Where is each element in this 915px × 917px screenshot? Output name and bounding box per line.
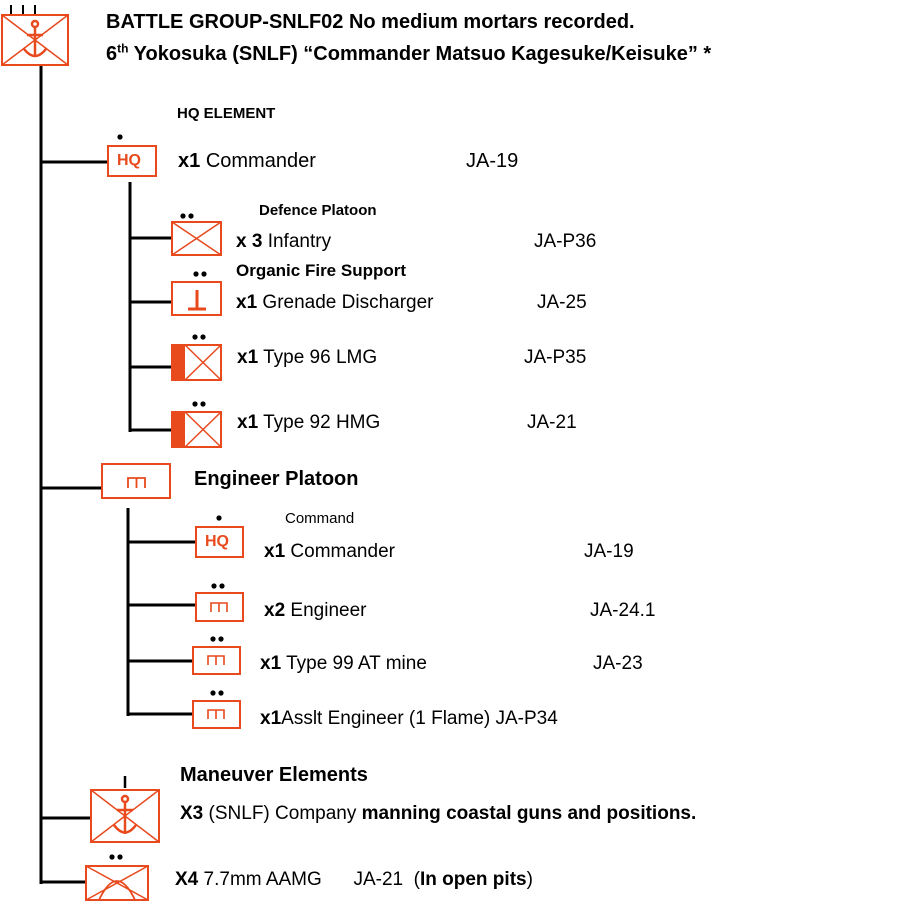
infantry-qty: x 3	[236, 231, 263, 252]
infantry-unit: Infantry	[267, 231, 332, 252]
aamg-close: )	[526, 869, 533, 890]
hq-symbol	[107, 134, 157, 177]
lmg-symbol	[171, 334, 222, 381]
maneuver-elements-label: Maneuver Elements	[180, 764, 368, 786]
snlf-company-symbol	[90, 776, 160, 843]
hq-commander-code: JA-19	[466, 150, 519, 172]
hmg-symbol	[171, 401, 222, 448]
header-line-1: BATTLE GROUP-SNLF02 No medium mortars re…	[106, 11, 635, 33]
aamg-note: In open pits	[419, 869, 527, 890]
hmg-row: x1 Type 92 HMG	[237, 413, 380, 432]
tree-lines	[39, 40, 196, 884]
engineer-platoon-symbol	[101, 463, 171, 499]
aamg-row: X4 7.7mm AAMG JA-21 (In open pits)	[175, 870, 533, 889]
grenade-unit: Grenade Discharger	[262, 292, 434, 313]
assault-engineer-qty: x1	[260, 708, 282, 729]
anchor-icon	[112, 794, 138, 834]
hq-element-label: HQ ELEMENT	[177, 105, 276, 122]
engineer-row: x2 Engineer	[264, 601, 366, 620]
fire-support-label: Organic Fire Support	[236, 261, 407, 280]
aamg-symbol	[85, 854, 149, 901]
at-mine-code: JA-23	[593, 653, 643, 674]
header-unit-name: Yokosuka (SNLF) “Commander Matsuo Kagesu…	[128, 43, 712, 65]
snlf-battlegroup-symbol	[1, 5, 69, 66]
header-ordinal-suffix: th	[117, 41, 129, 56]
assault-engineer-unit: Asslt Engineer (1 Flame) JA-P34	[281, 708, 558, 729]
engineer-hq-symbol	[195, 515, 244, 558]
at-mine-symbol	[192, 636, 241, 675]
infantry-code: JA-P36	[534, 231, 597, 252]
engineer-commander-code: JA-19	[584, 541, 634, 562]
at-mine-row: x1 Type 99 AT mine	[260, 654, 427, 673]
hq-commander-unit: Commander	[205, 150, 316, 172]
grenade-code: JA-25	[537, 292, 587, 313]
engineer-unit: Engineer	[290, 600, 367, 621]
hmg-unit: Type 92 HMG	[263, 412, 381, 433]
grenade-discharger-symbol	[171, 271, 222, 316]
engineer-command-label: Command	[285, 510, 355, 527]
hmg-qty: x1	[237, 412, 259, 433]
engineer-code: JA-24.1	[590, 600, 656, 621]
infantry-symbol	[171, 213, 222, 256]
anchor-icon	[23, 19, 47, 58]
lmg-code: JA-P35	[524, 347, 587, 368]
aamg-unit: 7.7mm AAMG JA-21 (	[198, 869, 420, 890]
engineer-commander-row: x1 Commander	[264, 542, 395, 561]
hmg-code: JA-21	[527, 412, 577, 433]
hq-commander-row: x1 Commander	[178, 151, 316, 171]
at-mine-qty: x1	[260, 653, 282, 674]
engineer-qty: x2	[264, 600, 286, 621]
header-ordinal-number: 6	[106, 43, 118, 65]
header-line-2: 6th Yokosuka (SNLF) “Commander Matsuo Ka…	[106, 41, 712, 65]
defence-platoon-label: Defence Platoon	[259, 202, 377, 219]
maneuver-company-note: manning coastal guns and positions.	[361, 803, 697, 824]
lmg-row: x1 Type 96 LMG	[237, 348, 377, 367]
grenade-qty: x1	[236, 292, 258, 313]
engineer-platoon-label: Engineer Platoon	[194, 468, 359, 490]
engineer-hq-symbol-label: HQ	[205, 533, 229, 550]
at-mine-unit: Type 99 AT mine	[286, 653, 427, 674]
infantry-row: x 3 Infantry	[236, 232, 331, 251]
engineer-commander-qty: x1	[264, 541, 286, 562]
maneuver-company-unit: (SNLF) Company	[203, 803, 362, 824]
assault-engineer-row: x1Asslt Engineer (1 Flame) JA-P34	[260, 709, 558, 728]
lmg-unit: Type 96 LMG	[263, 347, 378, 368]
hq-symbol-label: HQ	[117, 152, 141, 169]
hq-commander-qty: x1	[178, 150, 201, 172]
aamg-qty: X4	[175, 869, 199, 890]
lmg-qty: x1	[237, 347, 259, 368]
engineer-commander-unit: Commander	[290, 541, 395, 562]
grenade-row: x1 Grenade Discharger	[236, 293, 434, 312]
assault-engineer-symbol	[192, 690, 241, 729]
maneuver-company-row: X3 (SNLF) Company manning coastal guns a…	[180, 804, 696, 823]
engineer-symbol	[195, 583, 244, 622]
maneuver-company-qty: X3	[180, 803, 204, 824]
